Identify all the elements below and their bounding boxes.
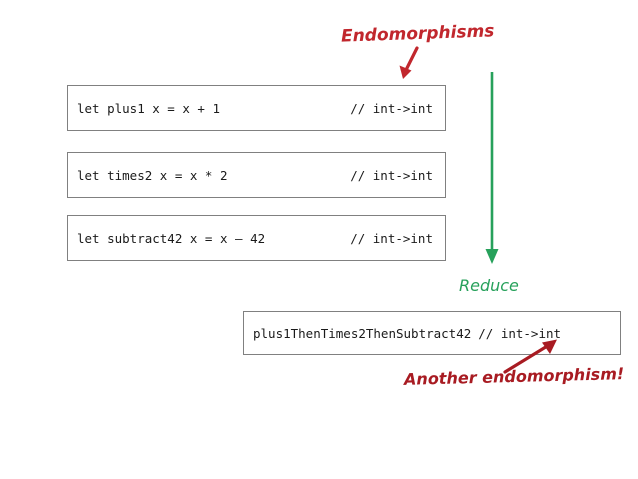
- annotation-endomorphisms-label: Endomorphisms: [340, 21, 495, 47]
- code-declaration-times2: let times2 x = x * 2: [77, 167, 228, 183]
- code-declaration-subtract42: let subtract42 x = x – 42: [77, 230, 266, 246]
- code-signature-subtract42: // int->int: [350, 230, 433, 246]
- code-box-times2: let times2 x = x * 2 // int->int: [67, 152, 446, 198]
- code-declaration-plus1: let plus1 x = x + 1: [77, 100, 220, 116]
- code-signature-plus1: // int->int: [350, 100, 433, 116]
- green-arrow-down-icon: [485, 72, 499, 264]
- annotation-another-endomorphism-label: Another endomorphism!: [403, 364, 625, 389]
- code-signature-composed: // int->int: [478, 325, 562, 341]
- code-box-plus1: let plus1 x = x + 1 // int->int: [67, 85, 446, 131]
- red-arrow-down-left-icon: [399, 46, 419, 79]
- annotation-reduce-label: Reduce: [459, 276, 519, 295]
- code-box-subtract42: let subtract42 x = x – 42 // int->int: [67, 215, 446, 261]
- code-box-composed-function: plus1ThenTimes2ThenSubtract42 // int->in…: [243, 311, 621, 355]
- code-declaration-composed: plus1ThenTimes2ThenSubtract42: [253, 325, 472, 341]
- code-signature-times2: // int->int: [350, 167, 433, 183]
